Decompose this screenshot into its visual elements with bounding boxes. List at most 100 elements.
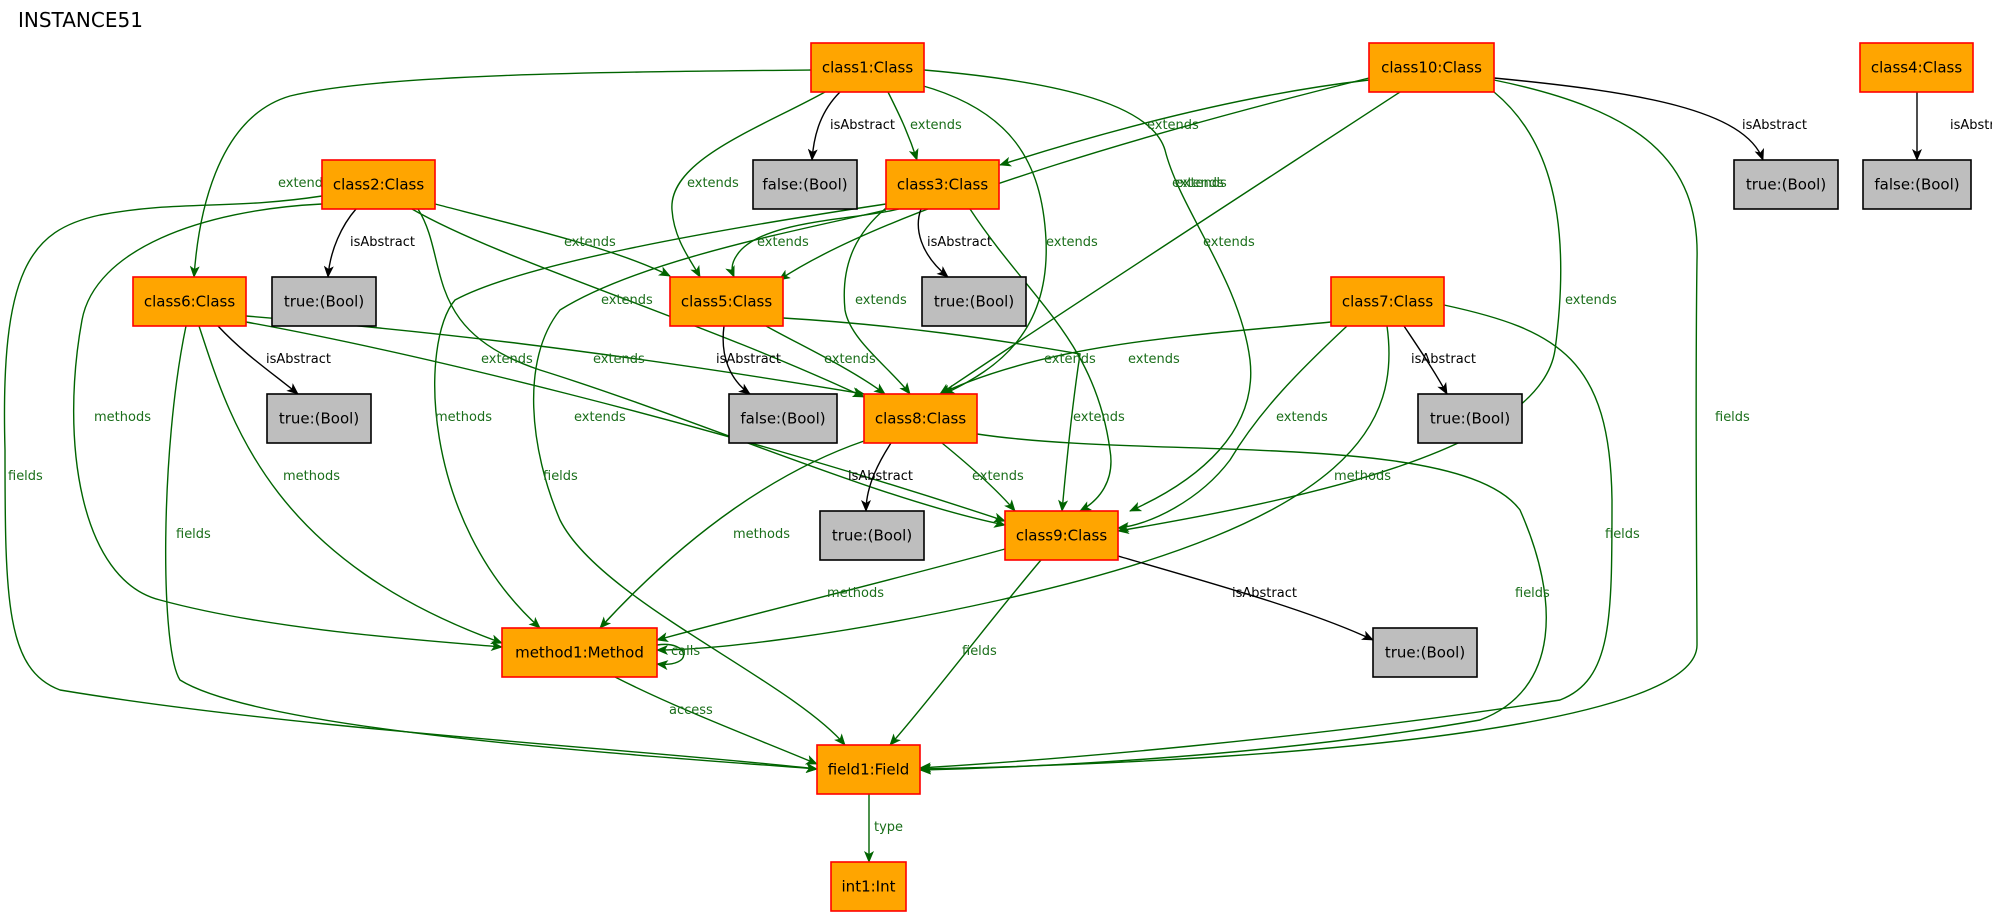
edge-label: isAbstract [830, 118, 895, 133]
node-box [1004, 510, 1119, 561]
edge-line [198, 325, 503, 644]
node-class4[interactable]: class4:Class [1859, 42, 1974, 93]
node-class10[interactable]: class10:Class [1368, 42, 1495, 93]
edge-label: methods [94, 410, 151, 425]
edge-label: extends [687, 176, 739, 191]
edge-line [939, 321, 1332, 395]
node-class3[interactable]: class3:Class [885, 159, 1000, 210]
edge-isabstract-class5-to-false5: isAbstract [716, 325, 781, 395]
node-class7[interactable]: class7:Class [1330, 276, 1445, 327]
node-true3[interactable]: true:(Bool) [921, 276, 1027, 327]
node-label: true:(Bool) [1385, 644, 1465, 662]
edge-extends-class1-to-class5: extends [671, 91, 826, 278]
node-label: class1:Class [822, 59, 913, 77]
edge-line [189, 69, 812, 278]
edge-extends-class1-to-class8: extends [919, 84, 1098, 395]
node-class8[interactable]: class8:Class [863, 393, 978, 444]
edge-line [1403, 325, 1448, 395]
node-box [1368, 42, 1495, 93]
node-method1[interactable]: method1:Method [501, 627, 658, 678]
node-false5[interactable]: false:(Bool) [728, 393, 838, 444]
edge-line [434, 203, 671, 277]
edge-label: extends [1128, 352, 1180, 367]
edge-label: extends [601, 293, 653, 308]
edge-label: extends [910, 118, 962, 133]
edge-methods-class7-to-method1: methods [656, 325, 1391, 655]
edge-fields-class10-to-field1: fields [919, 79, 1750, 774]
node-label: class10:Class [1381, 59, 1482, 77]
node-box [1417, 393, 1523, 444]
edge-label: isAbstract [848, 469, 913, 484]
edge-line [164, 325, 818, 774]
edge-line [889, 559, 1042, 746]
edge-methods-class6-to-method1: methods [198, 325, 503, 644]
node-false1[interactable]: false:(Bool) [752, 159, 858, 210]
edge-type-field1-to-int1: type [864, 794, 903, 863]
edge-label: extends [972, 469, 1024, 484]
edge-line [417, 208, 1006, 528]
edge-line [807, 91, 841, 161]
node-true6[interactable]: true:(Bool) [266, 393, 372, 444]
edge-line [999, 79, 1370, 167]
edge-extends-class5-to-class8: extends [765, 325, 886, 395]
node-false4[interactable]: false:(Bool) [1862, 159, 1972, 210]
node-label: false:(Bool) [1874, 176, 1959, 194]
edge-line [656, 643, 685, 671]
edge-fields-class9-to-field1: fields [889, 559, 1042, 746]
edge-label: extends [1046, 235, 1098, 250]
edge-line [217, 325, 299, 395]
edge-calls-method1-to-method1: calls [656, 643, 700, 671]
node-true8[interactable]: true:(Bool) [819, 510, 925, 561]
node-true7[interactable]: true:(Bool) [1417, 393, 1523, 444]
node-class1[interactable]: class1:Class [810, 42, 925, 93]
node-class5[interactable]: class5:Class [669, 276, 784, 327]
edge-label: isAbstract [1232, 586, 1297, 601]
node-box [752, 159, 858, 210]
node-box [810, 42, 925, 93]
edge-label: methods [733, 527, 790, 542]
edge-extends-class5-to-class9: extends [782, 317, 1125, 512]
node-box [885, 159, 1000, 210]
node-class9[interactable]: class9:Class [1004, 510, 1119, 561]
edge-fields-class2-to-field1: fields [3, 195, 818, 773]
node-box [1733, 159, 1839, 210]
edge-label: extends [1147, 118, 1199, 133]
edge-isabstract-class8-to-true8: isAbstract [848, 442, 913, 512]
edge-extends-class1-to-class9: extends [923, 69, 1252, 512]
node-label: true:(Bool) [1746, 176, 1826, 194]
node-label: true:(Bool) [832, 527, 912, 545]
node-class6[interactable]: class6:Class [132, 276, 247, 327]
edge-label: methods [435, 410, 492, 425]
node-box [132, 276, 247, 327]
node-true10[interactable]: true:(Bool) [1733, 159, 1839, 210]
node-field1[interactable]: field1:Field [816, 744, 921, 795]
edge-label: calls [671, 644, 700, 659]
edge-label: fields [1515, 586, 1550, 601]
edge-line [1117, 91, 1562, 535]
edge-methods-class3-to-method1: methods [434, 203, 887, 629]
edge-methods-class8-to-method1: methods [599, 440, 865, 629]
edge-extends-class10-to-class8: extends [939, 91, 1401, 395]
node-true9[interactable]: true:(Bool) [1372, 627, 1478, 678]
edge-extends-class3-to-class9: extends [969, 208, 1180, 512]
edge-line [919, 84, 1047, 395]
node-int1[interactable]: int1:Int [830, 861, 907, 912]
edge-line [778, 77, 1370, 281]
node-box [1862, 159, 1972, 210]
edge-label: isAbstract [1742, 118, 1807, 133]
edge-label: isAbstract [1411, 352, 1476, 367]
edge-extends-class10-to-class3: extends [999, 79, 1370, 167]
node-true2[interactable]: true:(Bool) [271, 276, 377, 327]
edge-line [671, 91, 826, 278]
node-class2[interactable]: class2:Class [321, 159, 436, 210]
edge-label: methods [283, 469, 340, 484]
edge-extends-class2-to-class5: extends [434, 203, 671, 277]
node-label: true:(Bool) [284, 293, 364, 311]
edge-line [1493, 77, 1764, 161]
nodes-layer: class1:Class class10:Class class4:Class fal… [132, 42, 1974, 912]
node-label: field1:Field [828, 761, 910, 779]
edge-label: extends [1044, 352, 1096, 367]
node-box [669, 276, 784, 327]
edge-line [782, 317, 1081, 512]
